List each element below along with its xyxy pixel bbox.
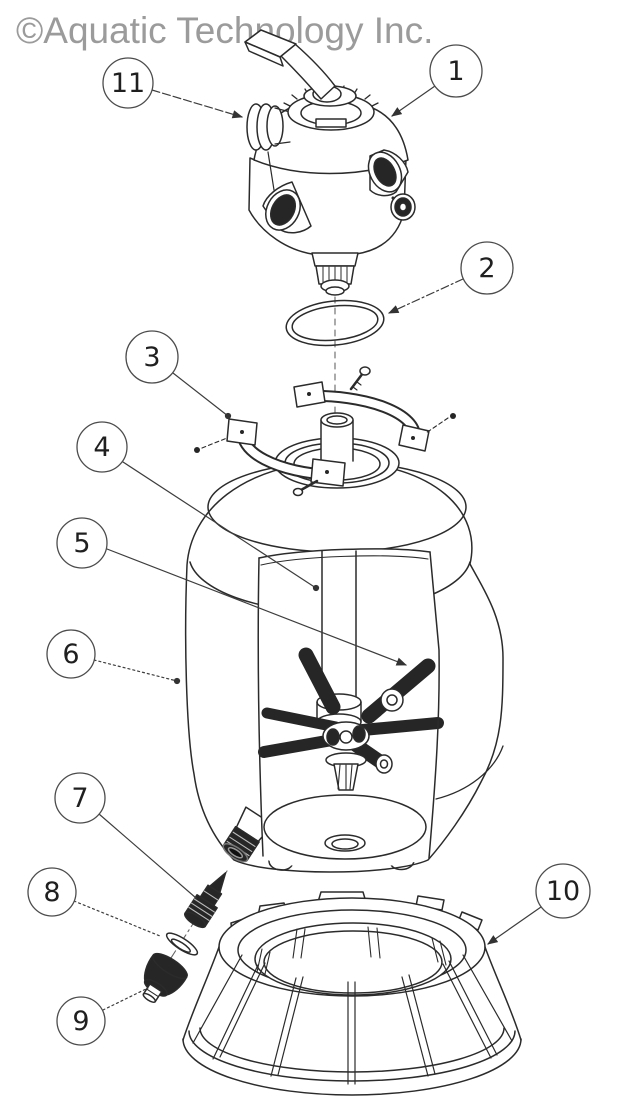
svg-text:10: 10 [546,876,580,907]
base-skirt-right [484,946,522,1041]
leader-6 [93,659,181,685]
leader-3 [172,372,232,420]
leader-10 [487,906,542,945]
valve-right-port [367,149,409,197]
drain-assembly [142,870,228,1003]
clamp-bolts [194,413,456,453]
leader-9 [102,987,149,1011]
base-skirt-left [182,946,220,1041]
svg-text:2: 2 [478,253,495,284]
valve-sight-glass [390,193,416,221]
valve-left-port [262,181,312,234]
filter-base [182,891,522,1096]
leader-4 [122,461,320,592]
tank-floor [263,794,427,860]
svg-text:11: 11 [111,68,145,99]
leader-8 [73,900,161,937]
callout-9: 9 [56,996,106,1046]
svg-text:6: 6 [62,639,79,670]
callout-1: 1 [429,44,483,98]
svg-text:1: 1 [447,56,464,87]
callout-11: 11 [102,57,154,109]
callout-7: 7 [54,772,106,824]
lateral-tips [375,688,404,774]
base-bottom-rim [182,1038,522,1096]
drain-washer [165,932,199,956]
hub-spline [333,763,359,791]
tank-cutaway [257,548,444,868]
leader-5 [106,548,407,666]
leader-2 [388,278,464,314]
lateral-hub [322,721,370,768]
drain-cap [142,952,188,1003]
callout-3: 3 [125,330,179,384]
base-opening [254,922,452,996]
tank-o-ring [285,299,385,347]
base-inner-ribs [256,926,447,975]
clamp-screw-bottom [292,479,319,497]
drain-barb [183,872,227,929]
callout-5: 5 [56,517,108,569]
valve-bottom-spigot [311,252,359,296]
leader-7 [98,813,197,899]
svg-text:4: 4 [93,432,110,463]
callout-4: 4 [76,421,128,473]
callout-2: 2 [460,241,514,295]
base-ribs [192,954,513,1085]
callout-6: 6 [46,629,96,679]
svg-text:8: 8 [43,877,60,908]
tank-floor-hole [324,834,366,852]
callout-bubbles: 1 2 3 4 5 [27,44,591,1046]
clamp-screw-top [349,366,371,391]
tank-seam [435,745,504,800]
svg-text:3: 3 [143,342,160,373]
multiport-valve [244,29,416,296]
leader-11 [151,89,244,119]
callout-leaders [73,85,542,1011]
flange-clamp [194,366,456,497]
callout-8: 8 [27,867,77,917]
watermark-title: ©Aquatic Technology Inc. [16,10,434,51]
leader-1 [391,85,436,117]
svg-text:9: 9 [72,1006,89,1037]
valve-handle [244,29,357,107]
callout-10: 10 [535,863,591,919]
svg-text:7: 7 [71,783,88,814]
svg-text:5: 5 [73,528,90,559]
valve-union-port [246,103,291,151]
